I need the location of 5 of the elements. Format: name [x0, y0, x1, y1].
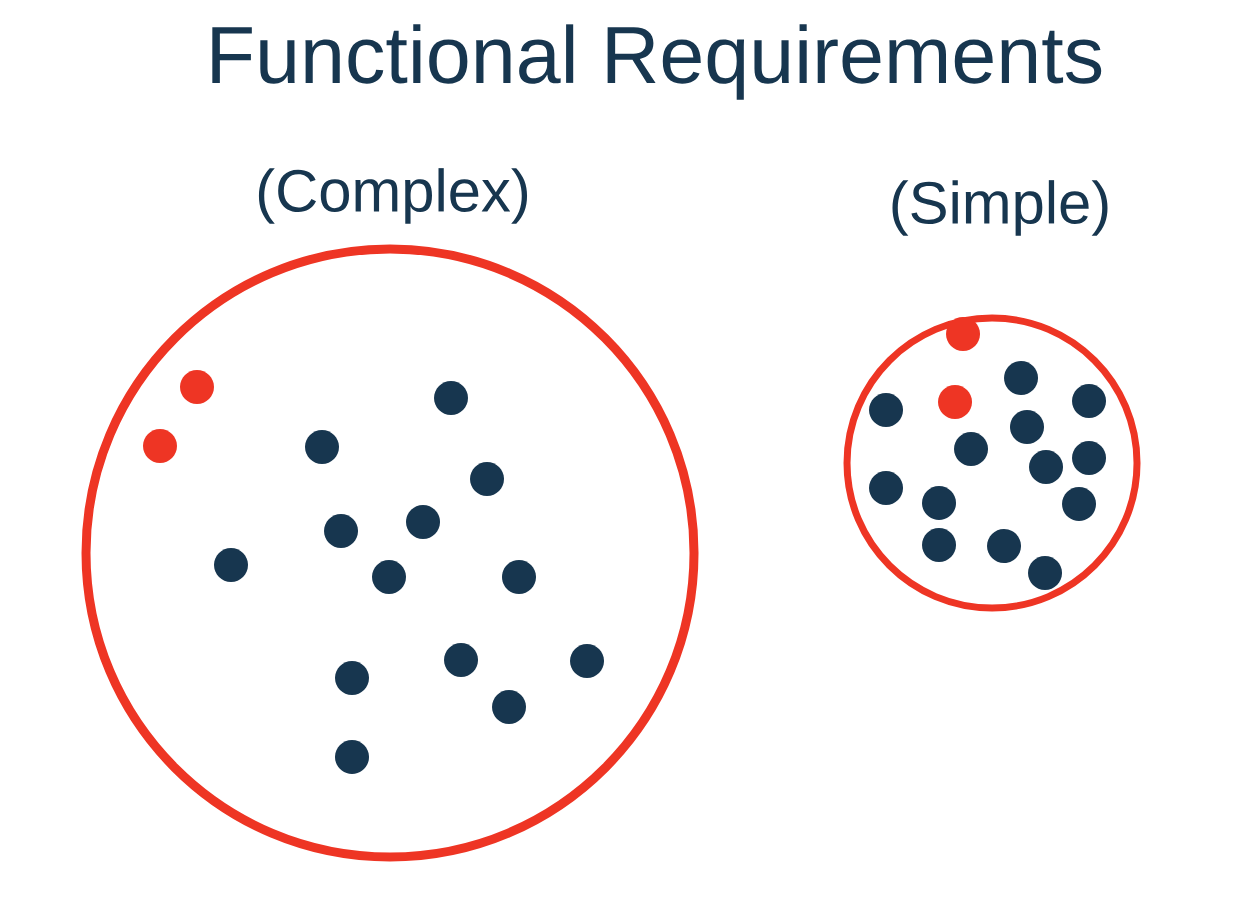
circle-heading: (Simple) [892, 180, 1108, 236]
circle-heading: (Complex) [258, 168, 528, 224]
circle [81, 244, 699, 862]
circle [843, 314, 1141, 612]
title: Functional Requirements [212, 24, 1102, 100]
